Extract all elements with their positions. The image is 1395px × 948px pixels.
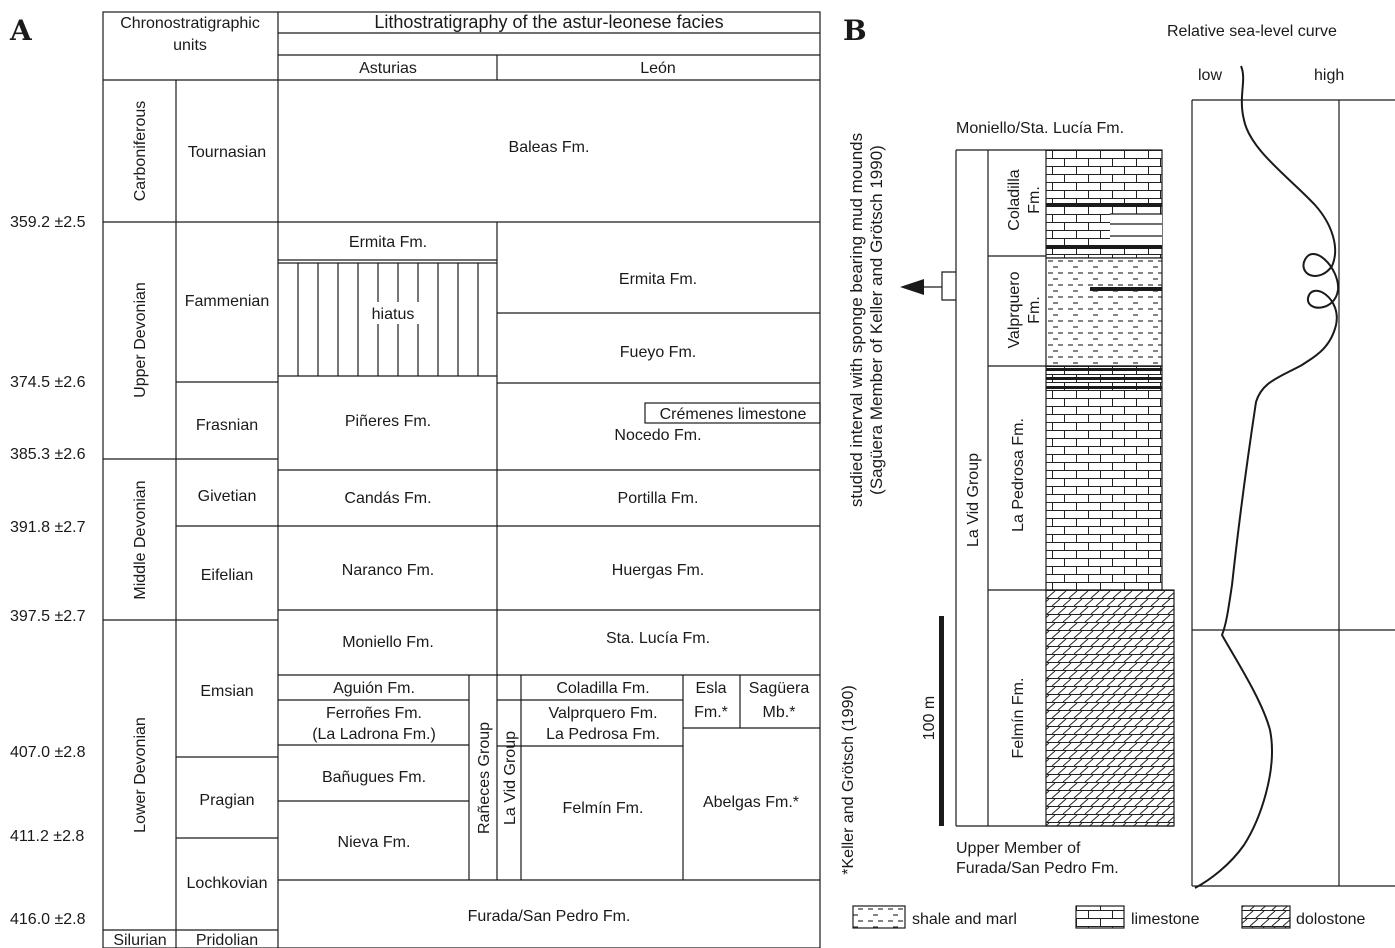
age-label: 416.0 ±2.8 (10, 911, 86, 928)
legend-label-dolostone: dolostone (1296, 911, 1365, 928)
arrow-head-icon (900, 279, 924, 295)
unit-felmin: Felmín Fm. (1010, 678, 1027, 759)
header-chrono-1: Chronostratigraphic (120, 15, 260, 32)
formation-cremenes: Crémenes limestone (660, 406, 807, 423)
column-felmin (1045, 589, 1175, 827)
age-label: 391.8 ±2.7 (10, 519, 86, 536)
member-saguera-mb: Mb.* (763, 704, 796, 721)
system-upper-devonian: Upper Devonian (132, 282, 149, 398)
header-litho: Lithostratigraphy of the astur-leonese f… (374, 12, 723, 32)
legend-swatch-dolostone (1241, 905, 1291, 929)
column-valprquero (1045, 257, 1163, 367)
formation-la-pedrosa: La Pedrosa Fm. (546, 726, 660, 743)
age-label: 411.2 ±2.8 (10, 828, 84, 845)
unit-coladilla-1: Coladilla (1006, 169, 1023, 230)
formation-fueyo: Fueyo Fm. (620, 344, 696, 361)
formation-felmin: Felmín Fm. (563, 800, 644, 817)
cremenes-box (644, 402, 821, 424)
group-ranneces: Rañeces Group (476, 722, 493, 834)
formation-moniello: Moniello Fm. (342, 634, 434, 651)
sea-level-curve (1194, 65, 1340, 889)
formation-nocedo: Nocedo Fm. (614, 427, 701, 444)
age-label: 359.2 ±2.5 (10, 214, 86, 231)
age-label: 374.5 ±2.6 (10, 374, 86, 391)
formation-pineres: Piñeres Fm. (345, 413, 431, 430)
unit-coladilla-2: Fm. (1026, 186, 1043, 214)
formation-ferrones: Ferroñes Fm. (326, 705, 422, 722)
studied-interval-line-1: studied interval with sponge bearing mud… (847, 133, 866, 507)
stage-frasnian: Frasnian (196, 417, 258, 434)
age-label: 397.5 ±2.7 (10, 608, 86, 625)
panel-a-letter: A (9, 14, 33, 47)
stage-lochkovian: Lochkovian (187, 875, 268, 892)
formation-aguion: Aguión Fm. (333, 680, 415, 697)
curve-high-label: high (1314, 67, 1344, 84)
formation-nieva: Nieva Fm. (338, 834, 411, 851)
group-la-vid: La Vid Group (502, 731, 519, 825)
formation-naranco: Naranco Fm. (342, 562, 434, 579)
formation-sta-lucia: Sta. Lucía Fm. (606, 630, 710, 647)
curve-low-label: low (1198, 67, 1222, 84)
formation-ermita-leon: Ermita Fm. (619, 271, 697, 288)
formation-coladilla: Coladilla Fm. (556, 680, 649, 697)
sea-level-panel (1191, 99, 1395, 887)
table-frame (102, 11, 821, 948)
age-label: 407.0 ±2.8 (10, 744, 86, 761)
age-label: 385.3 ±2.6 (10, 446, 86, 463)
formation-ermita-asturias: Ermita Fm. (349, 234, 427, 251)
lithologic-column (955, 149, 1175, 827)
bottom-label-2: Furada/San Pedro Fm. (956, 860, 1119, 877)
formation-portilla: Portilla Fm. (618, 490, 699, 507)
scale-bar (939, 616, 944, 826)
legend-label-shale: shale and marl (912, 911, 1017, 928)
stage-pridolian: Pridolian (196, 932, 258, 948)
stage-eifelian: Eifelian (201, 567, 253, 584)
studied-interval-line-2: (Sagüera Member of Keller and Grötsch 19… (867, 145, 886, 495)
stage-emsian: Emsian (200, 683, 253, 700)
header-asturias: Asturias (359, 60, 417, 77)
member-saguera: Sagüera (749, 680, 810, 697)
stage-givetian: Givetian (198, 488, 257, 505)
unit-la-pedrosa: La Pedrosa Fm. (1010, 418, 1027, 532)
formation-candas: Candás Fm. (344, 490, 431, 507)
column-la-pedrosa (1045, 365, 1163, 591)
system-middle-devonian: Middle Devonian (132, 480, 149, 599)
bottom-label-1: Upper Member of (956, 840, 1081, 857)
system-carboniferous: Carboniferous (132, 101, 149, 202)
hiatus-label: hiatus (372, 306, 415, 323)
scale-label: 100 m (921, 696, 938, 740)
header-chrono-2: units (173, 37, 207, 54)
legend-swatch-limestone (1075, 905, 1125, 929)
formation-banugues: Bañugues Fm. (322, 769, 426, 786)
formation-esla: Esla (695, 680, 726, 697)
formation-furada: Furada/San Pedro Fm. (468, 908, 631, 925)
studied-interval-arrow (920, 271, 956, 301)
stage-fammenian: Fammenian (185, 293, 269, 310)
stage-tournasian: Tournasian (188, 144, 266, 161)
formation-la-ladrona: (La Ladrona Fm.) (312, 726, 436, 743)
unit-valprquero-1: Valprquero (1006, 271, 1023, 348)
stage-pragian: Pragian (199, 792, 254, 809)
system-lower-devonian: Lower Devonian (132, 717, 149, 833)
formation-huergas: Huergas Fm. (612, 562, 704, 579)
legend-swatch-shale (852, 905, 906, 929)
top-formation-label: Moniello/Sta. Lucía Fm. (956, 120, 1124, 137)
system-silurian: Silurian (113, 932, 166, 948)
header-leon: León (640, 60, 676, 77)
panel-b-letter: B (843, 14, 867, 47)
formation-abelgas: Abelgas Fm.* (703, 794, 799, 811)
panel-a (102, 11, 821, 948)
group-label-la-vid: La Vid Group (965, 453, 982, 547)
formation-esla-fm: Fm.* (694, 704, 728, 721)
unit-valprquero-2: Fm. (1026, 296, 1043, 324)
formation-valprquero: Valprquero Fm. (548, 705, 657, 722)
formation-baleas: Baleas Fm. (509, 139, 590, 156)
curve-title: Relative sea-level curve (1167, 23, 1337, 40)
reference-note: *Keller and Grötsch (1990) (840, 685, 857, 874)
legend-label-limestone: limestone (1131, 911, 1200, 928)
